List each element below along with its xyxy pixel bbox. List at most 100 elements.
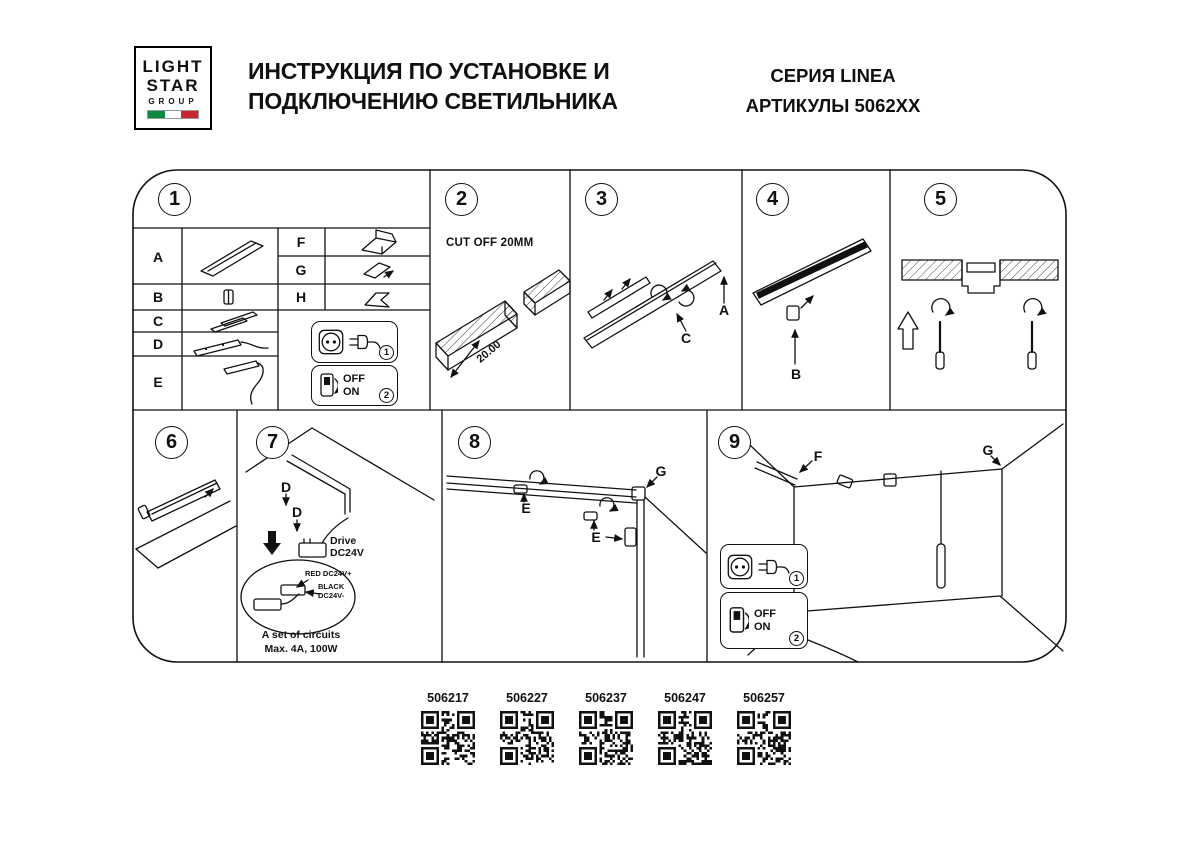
power-switch-box-step9: OFF ON 2 — [720, 592, 808, 649]
circuits-line2: Max. 4A, 100W — [264, 642, 338, 655]
article-numbers: АРТИКУЛЫ 5062XX — [745, 95, 921, 116]
driver-label-line2: DC24V — [330, 547, 364, 559]
part-row-d: D — [152, 336, 164, 352]
step-8-label-g: G — [655, 463, 667, 479]
title-line-2: ПОДКЛЮЧЕНИЮ СВЕТИЛЬНИКА — [248, 88, 618, 114]
step-8-label-e1: E — [521, 500, 531, 516]
qr-code-image — [737, 711, 791, 765]
step-6-number: 6 — [155, 426, 188, 459]
article-code: 506257 — [743, 691, 785, 705]
article-code: 506247 — [664, 691, 706, 705]
circuits-note: A set of circuits Max. 4A, 100W — [238, 629, 364, 656]
part-h-angle-icon — [364, 292, 390, 308]
wire-black-line2: DC24V- — [318, 590, 345, 600]
part-d-led-module-icon — [193, 339, 269, 357]
qr-item: 506257 — [735, 691, 793, 765]
step-1-number: 1 — [158, 183, 191, 216]
logo-word-star: STAR — [146, 76, 200, 95]
switch-icon — [320, 372, 338, 397]
part-c-strips-icon — [210, 311, 258, 333]
step-9-number: 9 — [718, 426, 751, 459]
step-3-label-a: A — [718, 302, 730, 318]
step-7-label-d1: D — [280, 479, 292, 495]
plug-icon — [758, 559, 790, 574]
step-3-insert-cover-diagram — [583, 260, 728, 349]
step-5-number: 5 — [924, 183, 957, 216]
part-row-g: G — [295, 262, 307, 278]
qr-code-image — [579, 711, 633, 765]
qr-item: 506247 — [656, 691, 714, 765]
logo-word-light: LIGHT — [142, 57, 204, 76]
part-row-b: B — [152, 289, 164, 305]
step-5-cross-section-diagram — [897, 259, 1059, 370]
switch-off-label: OFF — [754, 608, 776, 620]
series-block: СЕРИЯ LINEA АРТИКУЛЫ 5062XX — [708, 61, 958, 121]
step-8-corner-mounting-diagram — [446, 470, 707, 658]
part-row-h: H — [295, 289, 307, 305]
power-switch-box-step1: OFF ON 2 — [311, 365, 398, 406]
step-7-number: 7 — [256, 426, 289, 459]
parts-table-grid — [132, 227, 431, 411]
page-title: ИНСТРУКЦИЯ ПО УСТАНОВКЕ И ПОДКЛЮЧЕНИЮ СВ… — [248, 56, 618, 116]
qr-code-image — [500, 711, 554, 765]
part-row-f: F — [296, 234, 306, 250]
part-a-profile-icon — [200, 240, 264, 277]
switch-off-label: OFF — [343, 373, 365, 385]
step-7-driver-wiring-diagram — [240, 427, 435, 635]
driver-label-line1: Drive — [330, 535, 357, 547]
part-g-connector-icon — [363, 262, 395, 279]
step-4-label-b: B — [790, 366, 802, 382]
lightstar-logo: LIGHT STAR GROUP — [134, 46, 212, 130]
wire-black-label: BLACK DC24V- — [318, 582, 345, 600]
step-badge-2: 2 — [379, 388, 394, 403]
qr-section: 506217 506227 506237 506247 506257 — [419, 691, 793, 765]
part-row-a: A — [152, 249, 164, 265]
step-9-label-g: G — [982, 442, 994, 458]
step-9-label-f: F — [813, 448, 823, 464]
socket-icon — [318, 329, 344, 355]
italy-flag-icon — [147, 110, 199, 119]
switch-on-label: ON — [754, 620, 771, 633]
step-4-number: 4 — [756, 183, 789, 216]
step-6-profile-in-ceiling-diagram — [135, 479, 237, 569]
wire-black-line1: BLACK — [318, 582, 345, 591]
qr-item: 506217 — [419, 691, 477, 765]
step-4-end-cap-diagram — [752, 238, 872, 365]
part-b-clip-icon — [223, 289, 234, 305]
switch-icon — [729, 606, 749, 633]
article-code: 506227 — [506, 691, 548, 705]
cut-off-note: CUT OFF 20MM — [446, 237, 534, 249]
qr-item: 506227 — [498, 691, 556, 765]
qr-code-image — [658, 711, 712, 765]
power-plug-box-step9: 1 — [720, 544, 808, 589]
step-8-label-e2: E — [591, 529, 601, 545]
switch-text: OFF ON — [343, 373, 365, 398]
circuits-line1: A set of circuits — [261, 629, 341, 641]
qr-code-image — [421, 711, 475, 765]
power-plug-box-step1: 1 — [311, 321, 398, 363]
part-row-e: E — [153, 374, 163, 390]
step-badge-1: 1 — [789, 571, 804, 586]
step-badge-1: 1 — [379, 345, 394, 360]
logo-word-group: GROUP — [148, 97, 198, 106]
socket-icon — [727, 554, 753, 579]
step-2-number: 2 — [445, 183, 478, 216]
plug-icon — [349, 334, 381, 350]
article-code: 506237 — [585, 691, 627, 705]
wire-red-label: RED DC24V+ — [305, 569, 352, 578]
qr-item: 506237 — [577, 691, 635, 765]
step-7-label-d2: D — [291, 504, 303, 520]
panel-frame — [132, 169, 1067, 663]
step-badge-2: 2 — [789, 631, 804, 646]
step-2-cut-diagram — [435, 269, 571, 379]
driver-label: Drive DC24V — [330, 535, 364, 559]
article-code: 506217 — [427, 691, 469, 705]
step-3-label-c: C — [680, 330, 692, 346]
part-f-corner-icon — [361, 229, 397, 255]
series-name: СЕРИЯ LINEA — [770, 65, 896, 86]
title-line-1: ИНСТРУКЦИЯ ПО УСТАНОВКЕ И — [248, 58, 610, 84]
step-8-number: 8 — [458, 426, 491, 459]
switch-text: OFF ON — [754, 608, 776, 633]
